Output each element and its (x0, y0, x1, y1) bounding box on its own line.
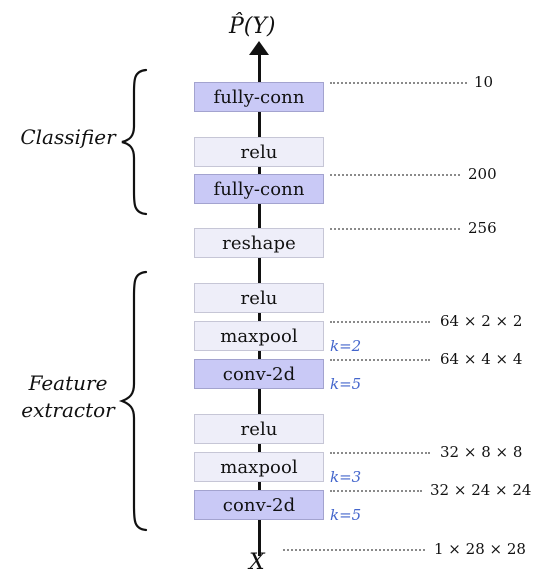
leader-line-64x4x4 (330, 359, 430, 361)
output-label: P̂(Y) (229, 14, 276, 39)
dim-label-10: 10 (474, 73, 494, 91)
dim-label-32x24x24: 32 × 24 × 24 (430, 481, 532, 499)
layer-reshape: reshape (194, 228, 324, 258)
leader-line-32x24x24 (330, 490, 422, 492)
layer-fully-conn-output: fully-conn (194, 82, 324, 112)
leader-line-32x8x8 (330, 452, 430, 454)
leader-line-10 (330, 82, 467, 84)
layer-relu-classifier: relu (194, 137, 324, 167)
leader-line-256 (330, 228, 460, 230)
dim-label-1x28x28: 1 × 28 × 28 (434, 540, 526, 558)
classifier-group-label: Classifier (20, 125, 116, 149)
leader-line-200 (330, 174, 460, 176)
dim-label-32x8x8: 32 × 8 × 8 (440, 443, 523, 461)
layer-relu-2: relu (194, 283, 324, 313)
layer-conv-2d-2: conv-2d (194, 359, 324, 389)
kernel-size-conv-2: k=5 (330, 375, 362, 393)
layer-conv-2d-1: conv-2d (194, 490, 324, 520)
dim-label-200: 200 (468, 165, 497, 183)
feature-extractor-group-label-line2: extractor (21, 398, 115, 422)
kernel-size-conv-1: k=5 (330, 506, 362, 524)
kernel-size-maxpool-1: k=3 (330, 468, 362, 486)
leader-line-64x2x2 (330, 321, 430, 323)
dim-label-256: 256 (468, 219, 497, 237)
feature-extractor-group-label-line1: Feature (28, 371, 108, 395)
layer-maxpool-2: maxpool (194, 321, 324, 351)
leader-line-1x28x28 (283, 549, 425, 551)
classifier-brace (121, 68, 148, 216)
layer-fully-conn-hidden: fully-conn (194, 174, 324, 204)
layer-maxpool-1: maxpool (194, 452, 324, 482)
dim-label-64x4x4: 64 × 4 × 4 (440, 350, 523, 368)
kernel-size-maxpool-2: k=2 (330, 337, 362, 355)
input-label: X (249, 550, 265, 575)
output-arrowhead (249, 41, 269, 55)
feature-extractor-brace (118, 270, 148, 532)
dim-label-64x2x2: 64 × 2 × 2 (440, 312, 523, 330)
layer-relu-1: relu (194, 414, 324, 444)
